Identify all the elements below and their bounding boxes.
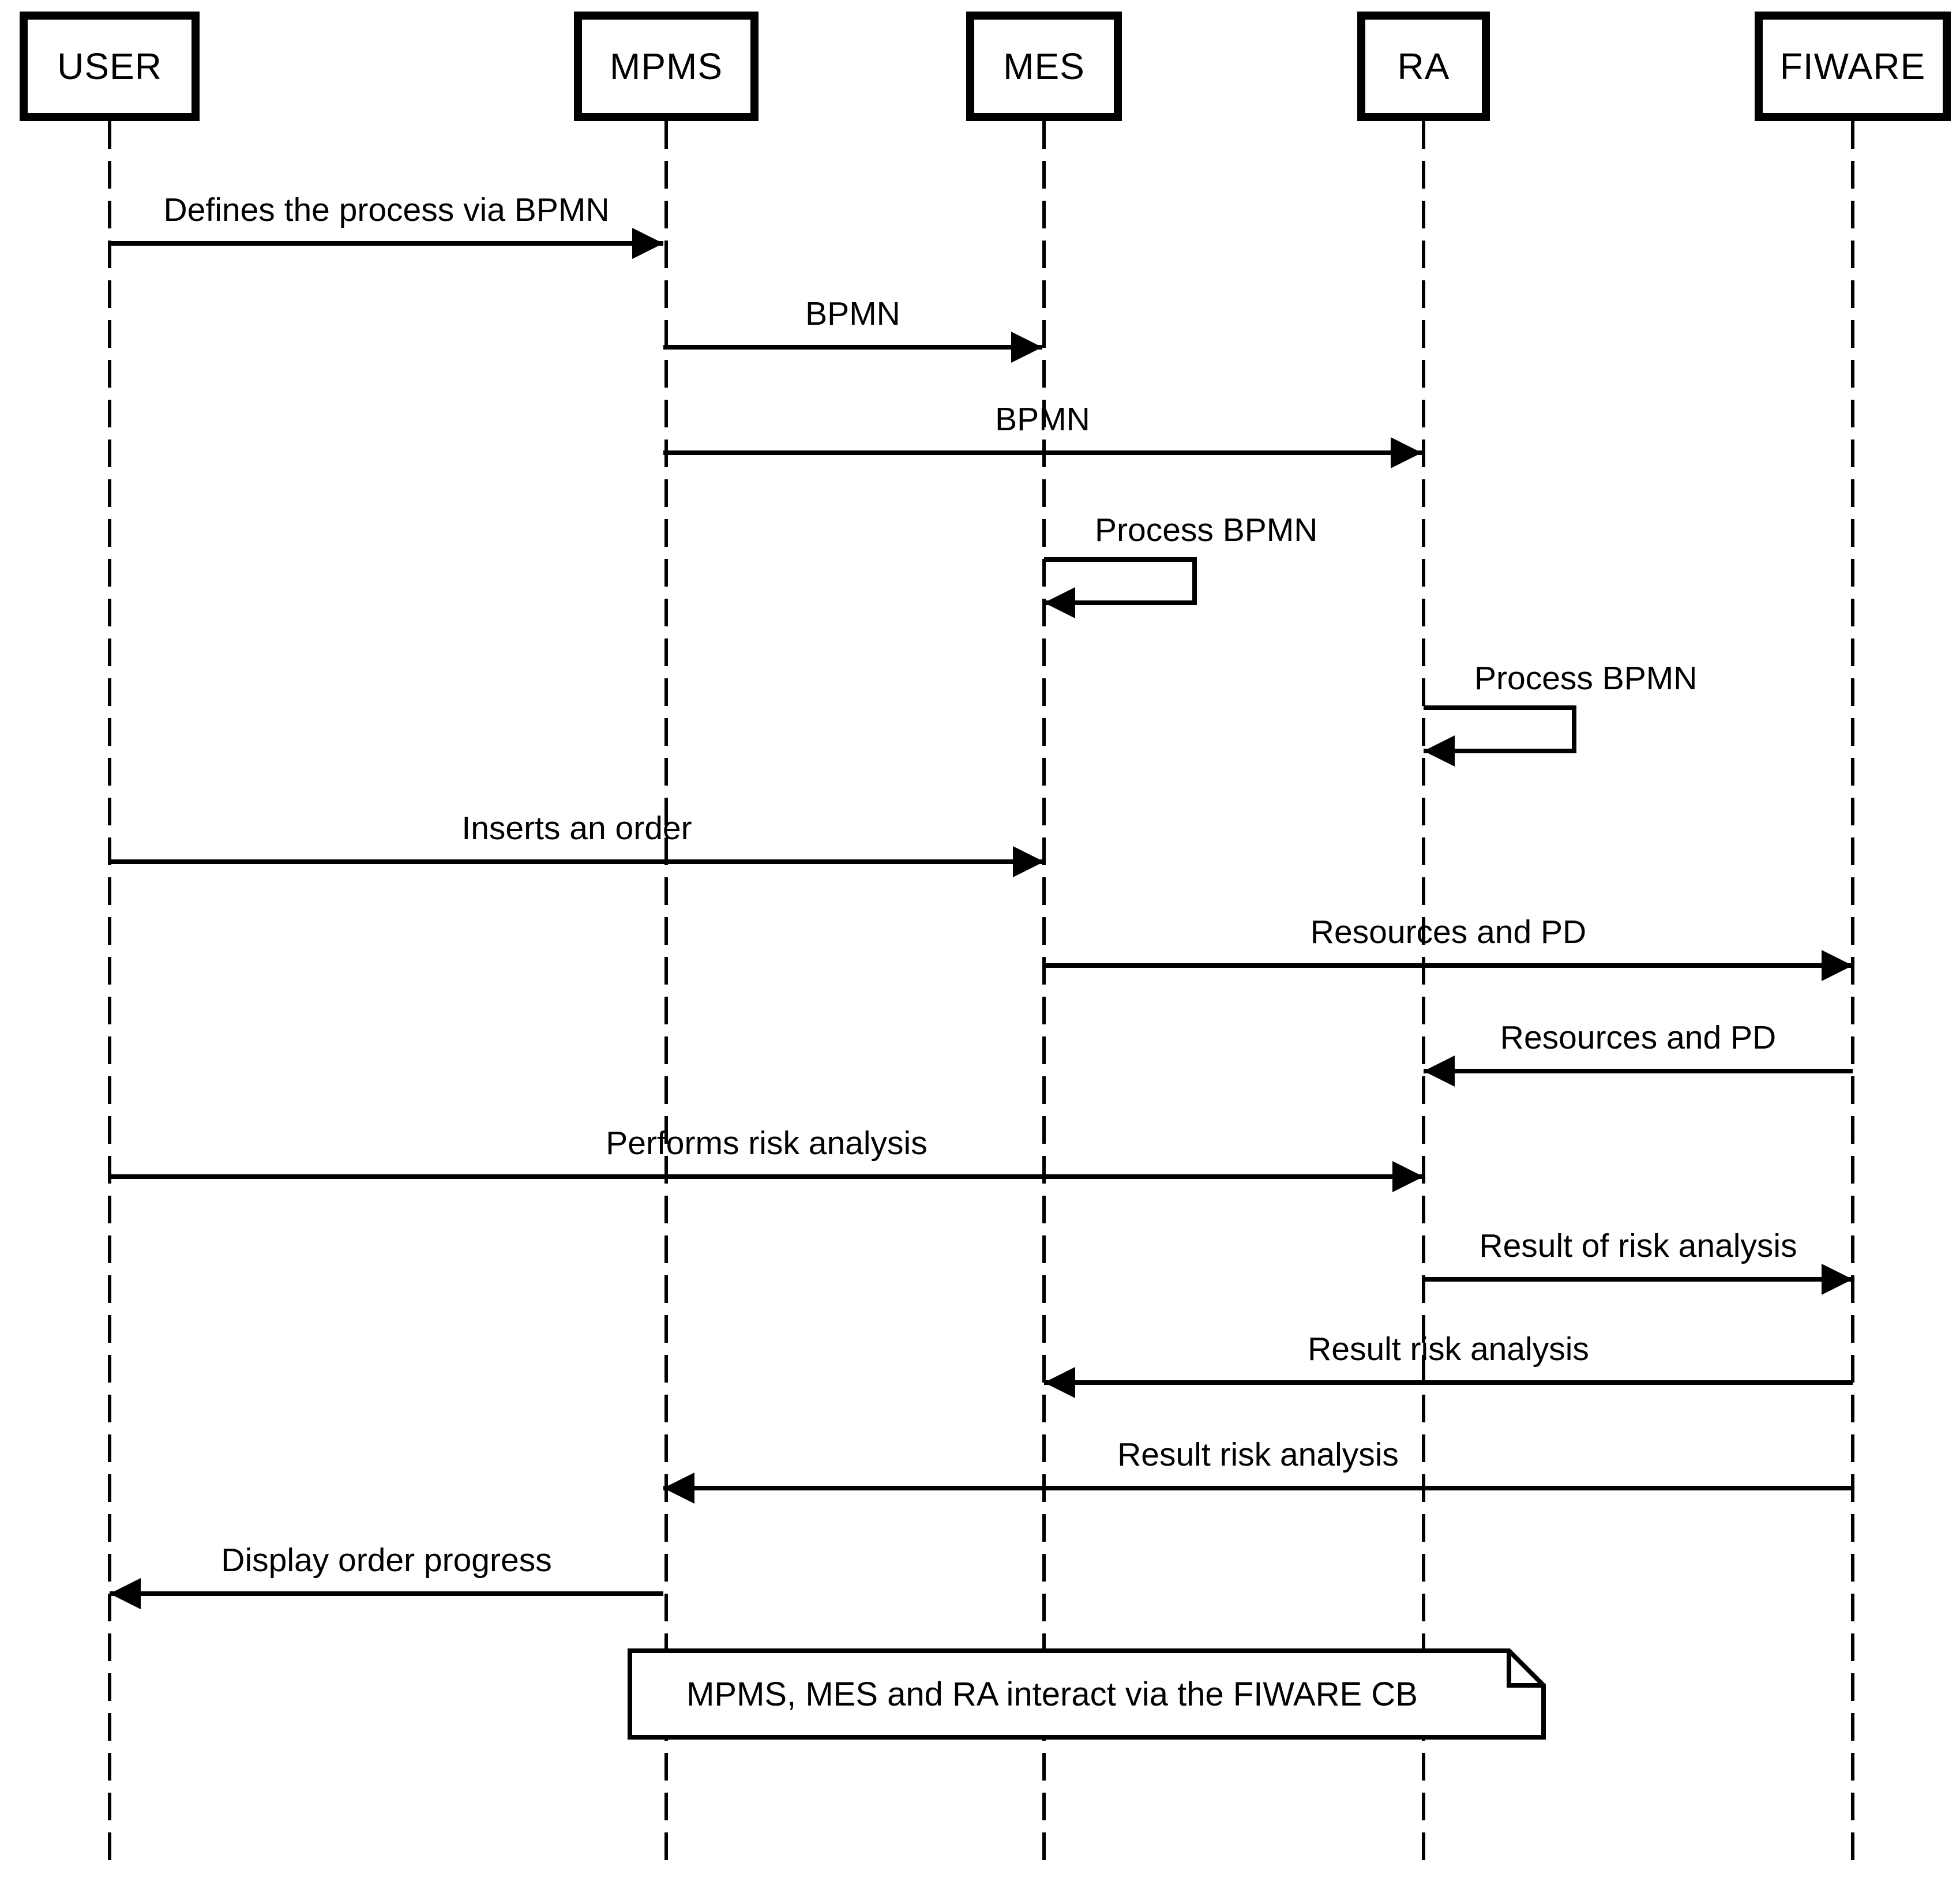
- message-resources-pd-to-ra: Resources and PD: [1424, 1019, 1853, 1087]
- actor-label-ra: RA: [1397, 46, 1450, 87]
- arrow-right-icon: [1013, 846, 1044, 877]
- self-loop-line: [1424, 705, 1576, 753]
- message-label: Result risk analysis: [1117, 1436, 1399, 1474]
- message-resources-pd-to-fiware: Resources and PD: [1044, 914, 1853, 981]
- message-result-risk-analysis-to-mpms: Result risk analysis: [663, 1436, 1853, 1504]
- self-loop-line: [1044, 557, 1197, 605]
- message-display-order-progress: Display order progress: [110, 1542, 663, 1609]
- arrow-right-icon: [1011, 332, 1042, 363]
- actor-label-fiware: FIWARE: [1779, 46, 1926, 87]
- message-label: Process BPMN: [1474, 660, 1698, 697]
- message-result-of-risk-analysis: Result of risk analysis: [1424, 1227, 1853, 1295]
- message-line: [110, 1591, 663, 1596]
- note-fold-icon: [1507, 1651, 1544, 1688]
- arrow-left-icon: [1424, 735, 1455, 767]
- message-label: Process BPMN: [1095, 512, 1318, 549]
- arrow-left-icon: [1044, 587, 1075, 618]
- arrow-right-icon: [632, 228, 663, 259]
- arrow-right-icon: [1392, 1161, 1424, 1192]
- actor-box-mes: MES: [966, 12, 1122, 121]
- note-shape: [628, 1648, 1546, 1740]
- arrow-left-icon: [663, 1473, 694, 1504]
- message-line: [1044, 963, 1853, 968]
- message-label: Performs risk analysis: [606, 1125, 928, 1162]
- message-line: [663, 450, 1422, 455]
- message-label: Result risk analysis: [1308, 1331, 1589, 1368]
- lifeline-fiware: [1851, 121, 1854, 1865]
- arrow-right-icon: [1822, 1264, 1853, 1295]
- message-bpmn-to-mes: BPMN: [663, 295, 1042, 363]
- message-label: BPMN: [805, 295, 900, 333]
- message-line: [663, 345, 1042, 350]
- arrow-left-icon: [1424, 1056, 1455, 1087]
- actor-box-mpms: MPMS: [574, 12, 759, 121]
- lifeline-mpms: [664, 121, 668, 1865]
- message-label: Inserts an order: [461, 810, 692, 847]
- message-line: [663, 1486, 1853, 1490]
- message-label: Display order progress: [221, 1542, 552, 1579]
- message-line: [110, 859, 1044, 864]
- message-line: [1424, 1277, 1853, 1282]
- actor-label-mpms: MPMS: [610, 46, 723, 87]
- message-label: BPMN: [995, 401, 1090, 438]
- message-performs-risk-analysis: Performs risk analysis: [110, 1125, 1424, 1192]
- message-line: [110, 241, 663, 246]
- message-line: [110, 1174, 1424, 1179]
- message-inserts-order: Inserts an order: [110, 810, 1044, 877]
- lifeline-ra: [1422, 121, 1425, 1865]
- arrow-left-icon: [110, 1578, 141, 1609]
- lifeline-user: [108, 121, 111, 1865]
- actor-box-user: USER: [20, 12, 200, 121]
- lifeline-mes: [1042, 121, 1046, 1865]
- message-label: Resources and PD: [1500, 1019, 1777, 1057]
- message-label: Result of risk analysis: [1479, 1227, 1797, 1265]
- message-bpmn-to-ra: BPMN: [663, 401, 1422, 468]
- message-line: [1424, 1069, 1853, 1073]
- arrow-right-icon: [1391, 437, 1422, 468]
- arrow-right-icon: [1822, 950, 1853, 981]
- actor-box-ra: RA: [1357, 12, 1490, 121]
- message-line: [1044, 1380, 1853, 1385]
- arrow-left-icon: [1044, 1367, 1075, 1398]
- actor-box-fiware: FIWARE: [1755, 12, 1951, 121]
- note: MPMS, MES and RA interact via the FIWARE…: [628, 1648, 1546, 1740]
- actor-label-user: USER: [57, 46, 162, 87]
- actor-label-mes: MES: [1003, 46, 1085, 87]
- message-result-risk-analysis-to-mes: Result risk analysis: [1044, 1331, 1853, 1398]
- note-text: MPMS, MES and RA interact via the FIWARE…: [686, 1675, 1418, 1713]
- message-label: Resources and PD: [1310, 914, 1587, 951]
- message-label: Defines the process via BPMN: [163, 191, 610, 229]
- message-defines-process: Defines the process via BPMN: [110, 191, 663, 259]
